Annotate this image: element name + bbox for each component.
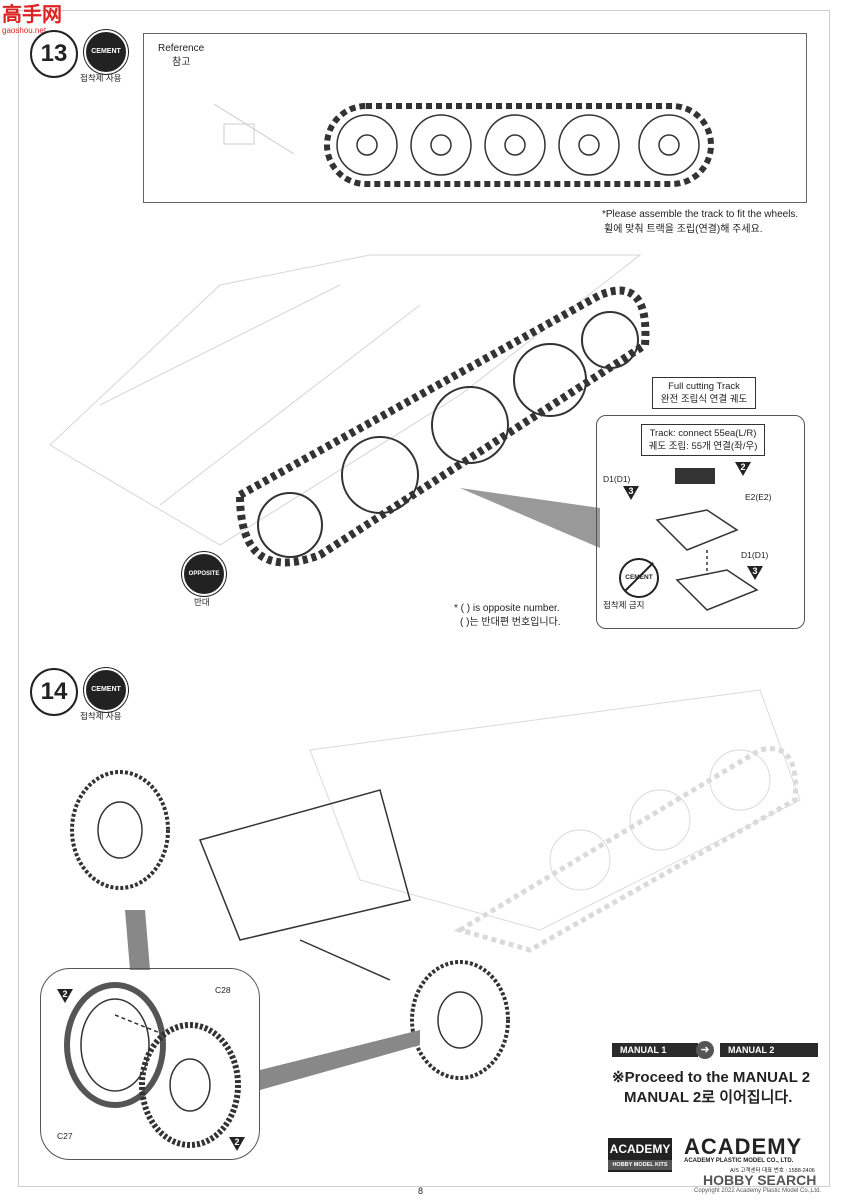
tire-callout-pointers bbox=[125, 910, 420, 1090]
part-d1-top-qty: 3 bbox=[628, 486, 634, 496]
proceed-note-ko: MANUAL 2로 이어집니다. bbox=[624, 1089, 793, 1106]
cement-label: 접착제 사용 bbox=[80, 73, 122, 83]
part-d1-right: D1(D1) bbox=[741, 550, 769, 560]
full-track-ko: 완전 조립식 연결 궤도 bbox=[660, 394, 748, 405]
part-d1-right-qty: 3 bbox=[752, 566, 758, 576]
callout-pointer bbox=[460, 488, 600, 548]
cement-icon: CEMENT bbox=[84, 668, 128, 712]
track-connect-ko: 궤도 조립: 55개 연결(좌/우) bbox=[648, 441, 758, 452]
company-name: ACADEMY PLASTIC MODEL CO., LTD. bbox=[684, 1158, 794, 1164]
step-number-14: 14 bbox=[30, 668, 78, 716]
reference-label-ko: 참고 bbox=[172, 57, 191, 68]
vehicle-track-illustration bbox=[49, 254, 650, 567]
hobby-search-logo: HOBBY SEARCH bbox=[703, 1172, 817, 1188]
track-link-parts-drawing bbox=[655, 468, 759, 611]
logo-small-top: ACADEMY bbox=[609, 1142, 671, 1156]
watermark-title: 高手网 bbox=[2, 4, 62, 26]
no-cement-icon: CEMENT bbox=[619, 558, 659, 598]
reference-sketch bbox=[214, 103, 295, 155]
part-c28: C28 bbox=[215, 985, 231, 995]
reference-track-drawing bbox=[324, 103, 714, 187]
watermark-url: gaoshou.net bbox=[2, 26, 47, 35]
assemble-note-ko: 휠에 맞춰 트랙을 조립(연결)해 주세요. bbox=[604, 224, 763, 235]
logo-small-bottom: HOBBY MODEL KITS bbox=[608, 1160, 672, 1170]
qty-left-icon bbox=[57, 989, 73, 1003]
assemble-note-en: *Please assemble the track to fit the wh… bbox=[602, 209, 799, 220]
front-wheel-assembly-illustration bbox=[70, 689, 801, 1080]
part-c27: C27 bbox=[57, 1131, 73, 1141]
part-d1-top: D1(D1) bbox=[603, 474, 631, 484]
qty-right-icon bbox=[229, 1137, 245, 1151]
track-connect-en: Track: connect 55ea(L/R) bbox=[649, 428, 757, 439]
manual-1-tag: MANUAL 1 bbox=[612, 1043, 698, 1057]
part-e2-qty-icon bbox=[735, 462, 751, 476]
part-d1-right-qty-icon bbox=[747, 566, 763, 580]
step-number-13: 13 bbox=[30, 30, 78, 78]
opposite-icon: OPPOSITE bbox=[182, 552, 226, 596]
as-center: A/S 고객센터 대표 번호 : 1588-2406 bbox=[730, 1168, 815, 1174]
part-d1-top-qty-icon bbox=[623, 486, 639, 500]
arrow-right-icon: ➜ bbox=[696, 1041, 714, 1059]
no-cement-label: 접착제 금지 bbox=[603, 600, 645, 610]
cement-label: 접착제 사용 bbox=[80, 711, 122, 721]
part-e2-qty: 2 bbox=[740, 462, 746, 472]
qty-left: 2 bbox=[62, 989, 68, 999]
proceed-note-en: ※Proceed to the MANUAL 2 bbox=[612, 1069, 811, 1086]
academy-logo: ACADEMY bbox=[684, 1134, 803, 1159]
opposite-label: 반대 bbox=[194, 597, 210, 607]
part-e2: E2(E2) bbox=[745, 492, 772, 502]
tire-parts-drawing bbox=[64, 982, 241, 1148]
track-detail-callout: Track: connect 55ea(L/R) 궤도 조립: 55개 연결(좌… bbox=[596, 415, 805, 629]
full-track-label: Full cutting Track 완전 조립식 연결 궤도 bbox=[652, 377, 756, 409]
watermark: 高手网 gaoshou.net bbox=[2, 4, 76, 35]
track-connect-label: Track: connect 55ea(L/R) 궤도 조립: 55개 연결(좌… bbox=[641, 424, 765, 456]
full-track-en: Full cutting Track bbox=[668, 381, 740, 392]
opposite-note-en: * ( ) is opposite number. bbox=[454, 603, 560, 614]
page-frame bbox=[18, 10, 830, 1187]
tire-detail-callout: 2 C28 C27 2 bbox=[40, 968, 260, 1160]
reference-box: Reference 참고 bbox=[143, 33, 807, 203]
manual-2-tag: MANUAL 2 bbox=[720, 1043, 818, 1057]
copyright: Copyright 2022 Academy Plastic Model Co.… bbox=[694, 1188, 822, 1194]
qty-right: 2 bbox=[234, 1137, 240, 1147]
opposite-note-ko: ( )는 반대편 번호입니다. bbox=[460, 617, 561, 628]
reference-label-en: Reference bbox=[158, 43, 205, 54]
cement-icon: CEMENT bbox=[84, 30, 128, 74]
page-number: 8 bbox=[418, 1186, 424, 1196]
academy-small-logo: ACADEMY HOBBY MODEL KITS bbox=[608, 1138, 672, 1172]
